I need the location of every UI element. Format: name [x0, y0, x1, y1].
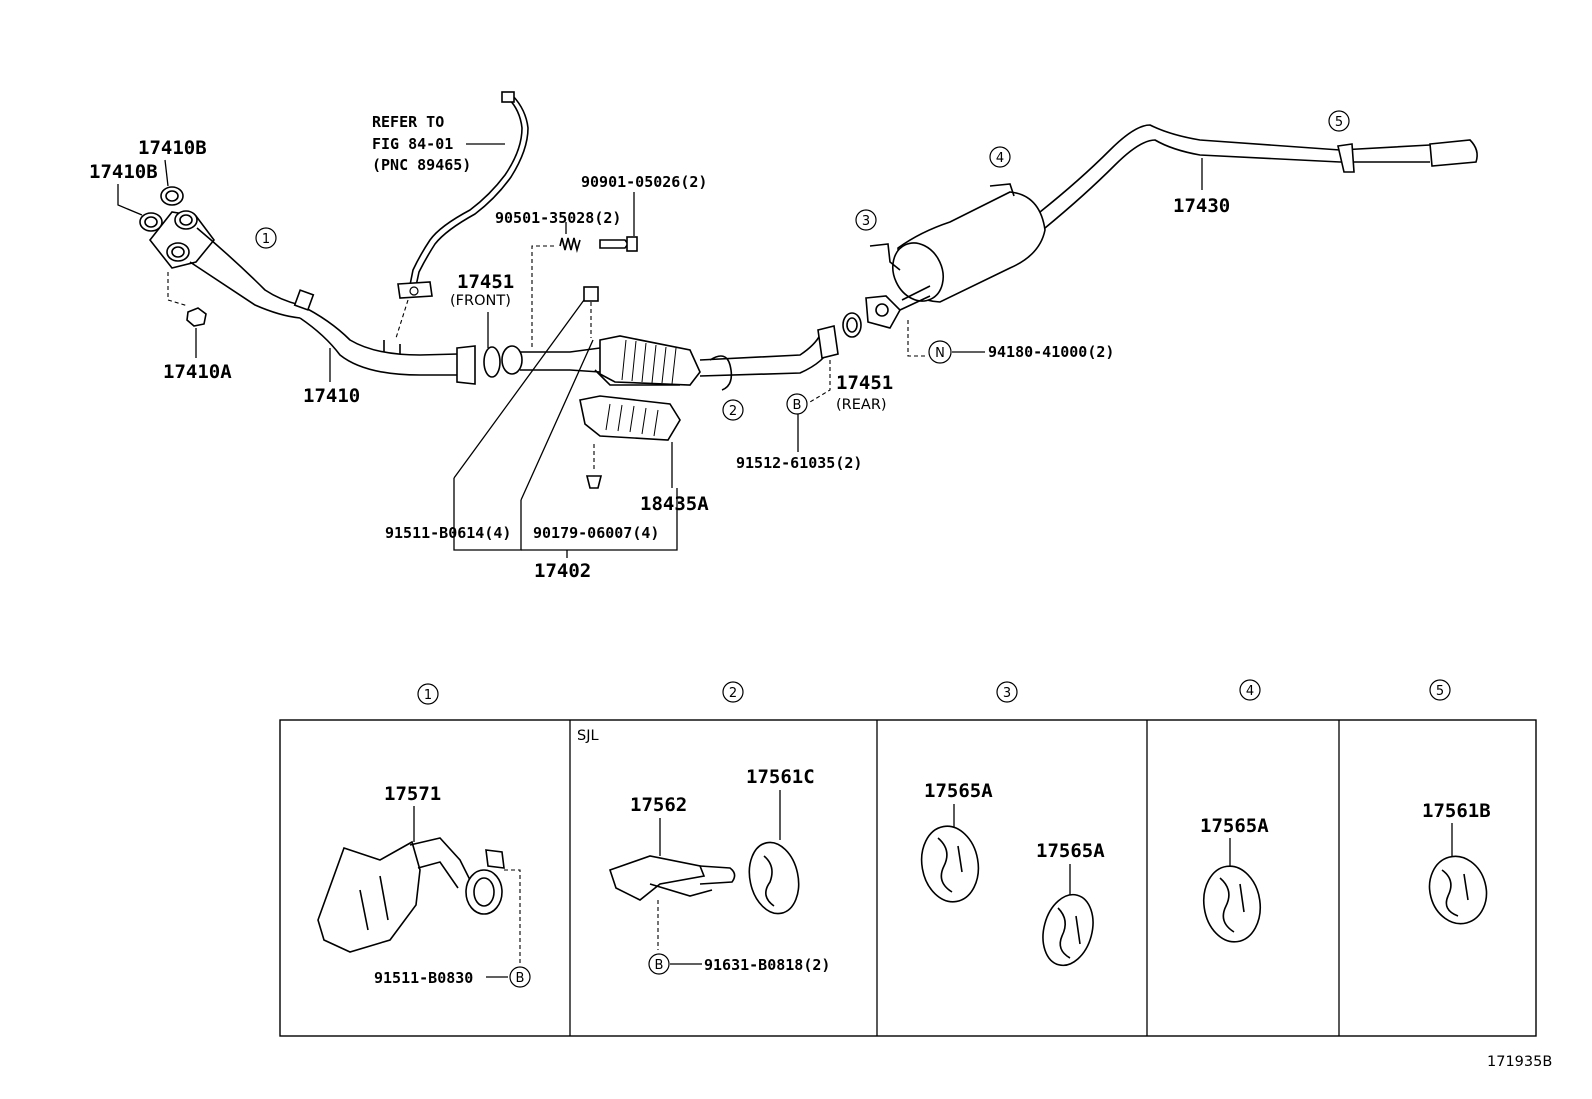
callout-1: 1: [255, 227, 277, 249]
svg-text:1: 1: [262, 232, 270, 247]
label-17561B: 17561B: [1422, 800, 1491, 822]
hanger-17565A-c[interactable]: [1199, 862, 1265, 945]
svg-text:2: 2: [729, 404, 737, 419]
label-17565A-b: 17565A: [1036, 840, 1105, 862]
detail-panel-5: 17561B: [1422, 800, 1494, 930]
callout-2: 2: [722, 399, 744, 421]
svg-text:B: B: [655, 958, 664, 973]
gasket-17451-front[interactable]: [483, 312, 523, 378]
catalytic-converter-17402[interactable]: [520, 325, 839, 391]
svg-text:1: 1: [424, 688, 432, 703]
label-90901: 90901-05026(2): [581, 173, 707, 191]
svg-text:N: N: [935, 346, 945, 361]
heat-insulator-18435A[interactable]: [579, 395, 681, 489]
detail-headers: 1 2 3 4 5: [417, 679, 1451, 705]
refer-line-3: (PNC 89465): [372, 156, 471, 174]
label-17410B-left: 17410B: [89, 161, 158, 183]
svg-text:4: 4: [996, 151, 1004, 166]
detail-header-2: 2: [722, 681, 744, 703]
svg-text:5: 5: [1436, 684, 1444, 699]
detail-header-5: 5: [1429, 679, 1451, 701]
label-91512: 91512-61035(2): [736, 454, 862, 472]
detail-table: [279, 719, 1537, 1037]
label-17565A-a: 17565A: [924, 780, 993, 802]
detail-panel-3: 17565A 17565A: [916, 780, 1105, 971]
detail-header-1: 1: [417, 683, 439, 705]
detail-panel-2: SJL 17562 B 91631-B0818(2) 17561C: [577, 728, 830, 975]
detail-header-4: 4: [1239, 679, 1261, 701]
svg-text:B: B: [793, 398, 802, 413]
svg-text:B: B: [516, 971, 525, 986]
label-17451-front: 17451: [457, 271, 514, 293]
nut-17410A[interactable]: [167, 272, 207, 358]
bolt-90901[interactable]: [599, 192, 638, 252]
label-91511-B0830: 91511-B0830: [374, 969, 473, 987]
svg-text:4: 4: [1246, 684, 1254, 699]
spring-90501[interactable]: [531, 222, 581, 350]
label-17571: 17571: [384, 783, 441, 805]
callout-b-main: B: [786, 393, 808, 415]
hanger-17565A-a[interactable]: [916, 822, 984, 907]
label-17410B-upper: 17410B: [138, 137, 207, 159]
callout-3: 3: [855, 209, 877, 231]
svg-text:3: 3: [1003, 686, 1011, 701]
hanger-17565A-b[interactable]: [1036, 889, 1101, 971]
bolt-91511-B0614[interactable]: [453, 286, 678, 558]
label-17430: 17430: [1173, 195, 1230, 217]
bracket-17562[interactable]: [608, 855, 706, 901]
label-17410: 17410: [303, 385, 360, 407]
label-17562: 17562: [630, 794, 687, 816]
variant-sjl: SJL: [577, 728, 599, 744]
label-94180: 94180-41000(2): [988, 343, 1114, 361]
label-91511-B0614: 91511-B0614(4): [385, 524, 511, 542]
detail-panel-1: 17571 91511-B0830 B: [317, 783, 531, 988]
label-18435A: 18435A: [640, 493, 709, 515]
hanger-17561B[interactable]: [1422, 850, 1494, 930]
oxygen-sensor[interactable]: [395, 91, 529, 339]
note-front: (FRONT): [450, 293, 511, 309]
front-pipe-17410[interactable]: [148, 210, 476, 385]
label-90501: 90501-35028(2): [495, 209, 621, 227]
gasket-17410B[interactable]: [139, 186, 184, 232]
figure-id: 171935B: [1487, 1054, 1552, 1070]
refer-line-1: REFER TO: [372, 113, 444, 131]
hanger-17561C[interactable]: [743, 838, 805, 918]
tail-pipe-17430[interactable]: [865, 124, 1478, 329]
label-90179: 90179-06007(4): [533, 524, 659, 542]
label-17402: 17402: [534, 560, 591, 582]
callout-n-main: N: [928, 340, 952, 364]
svg-text:5: 5: [1335, 115, 1343, 130]
nut-94180[interactable]: [907, 320, 985, 357]
label-91631-B0818: 91631-B0818(2): [704, 956, 830, 974]
gasket-17451-rear[interactable]: [797, 312, 862, 452]
detail-panel-4: 17565A: [1199, 815, 1269, 945]
label-17451-rear: 17451: [836, 372, 893, 394]
label-17410A: 17410A: [163, 361, 232, 383]
note-rear: (REAR): [836, 397, 887, 413]
label-17565A-c: 17565A: [1200, 815, 1269, 837]
bracket-17571[interactable]: [317, 840, 421, 953]
svg-text:2: 2: [729, 686, 737, 701]
detail-header-3: 3: [996, 681, 1018, 703]
svg-text:3: 3: [862, 214, 870, 229]
label-17561C: 17561C: [746, 766, 815, 788]
callout-4: 4: [989, 146, 1011, 168]
refer-line-2: FIG 84-01: [372, 135, 453, 153]
callout-5: 5: [1328, 110, 1350, 132]
